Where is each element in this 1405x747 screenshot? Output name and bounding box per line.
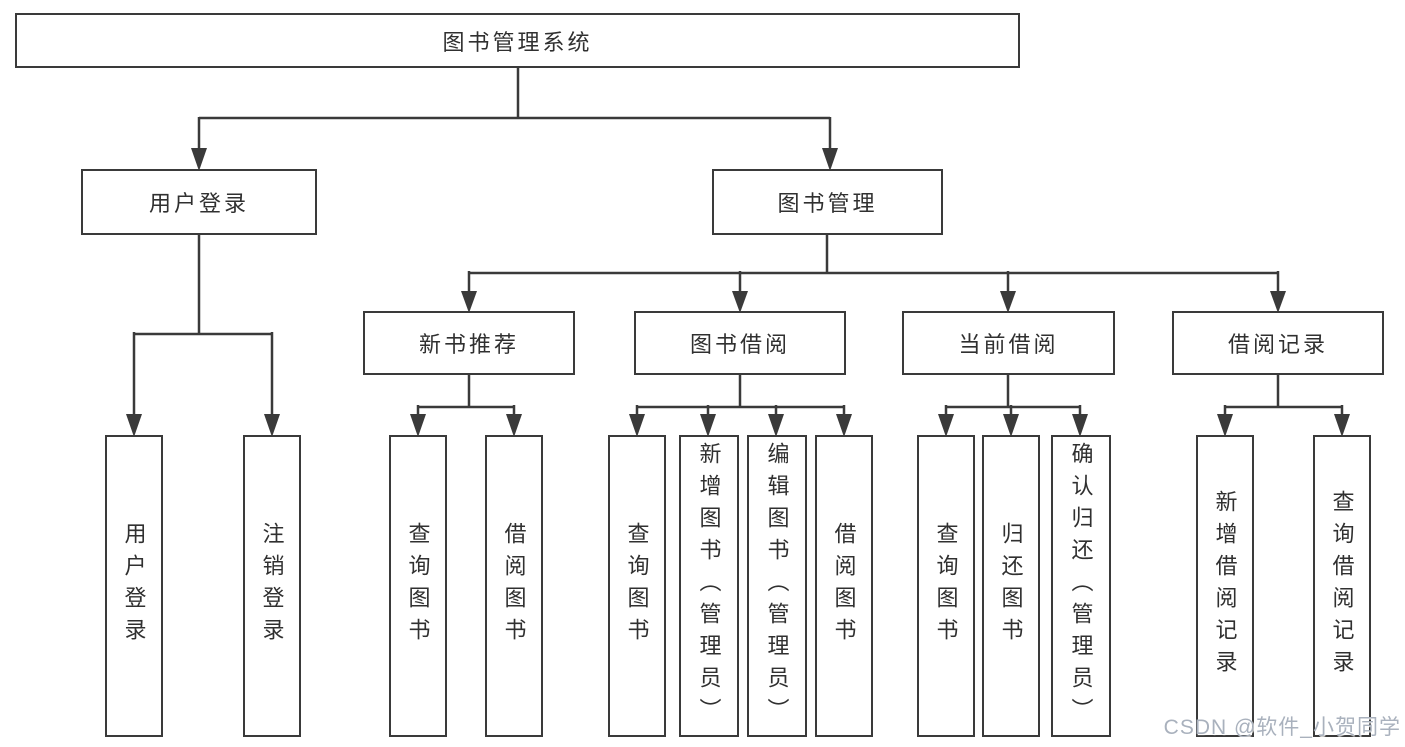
arrow-down-icon <box>1270 291 1286 313</box>
node-leaf-query-borrow-record-label: 查询借阅记录 <box>1329 490 1355 682</box>
connector-current-borrow-to-leaves <box>944 374 1082 416</box>
node-leaf-logout: 注销登录 <box>243 435 301 737</box>
node-book-management-label: 图书管理 <box>777 191 878 216</box>
node-leaf-borrow-books-2: 借阅图书 <box>815 435 873 737</box>
connector-new-book-to-leaves <box>416 374 516 416</box>
node-borrowing-records-label: 借阅记录 <box>1227 332 1328 357</box>
node-book-borrowing-label: 图书借阅 <box>689 332 790 357</box>
arrow-down-icon <box>410 414 426 437</box>
node-book-borrowing: 图书借阅 <box>634 311 846 375</box>
node-leaf-query-borrow-record: 查询借阅记录 <box>1313 435 1371 737</box>
arrow-down-icon <box>1003 414 1019 437</box>
connector-book-borrow-to-leaves <box>635 374 846 416</box>
arrow-down-icon <box>836 414 852 437</box>
arrow-down-icon <box>461 291 477 313</box>
node-leaf-query-books-1-label: 查询图书 <box>405 522 431 650</box>
node-new-book-recommendation-label: 新书推荐 <box>418 332 519 357</box>
node-leaf-add-borrow-record: 新增借阅记录 <box>1196 435 1254 737</box>
node-leaf-user-login: 用户登录 <box>105 435 163 737</box>
arrow-down-icon <box>732 291 748 313</box>
node-leaf-confirm-return-admin-label: 确认归还（管理员） <box>1068 442 1094 730</box>
arrow-down-icon <box>938 414 954 437</box>
arrow-down-icon <box>506 414 522 437</box>
arrow-down-icon <box>1000 291 1016 313</box>
node-leaf-add-borrow-record-label: 新增借阅记录 <box>1212 490 1238 682</box>
arrow-down-icon <box>700 414 716 437</box>
node-user-login-branch: 用户登录 <box>81 169 317 235</box>
node-library-system: 图书管理系统 <box>15 13 1020 68</box>
arrow-down-icon <box>264 414 280 437</box>
arrow-down-icon <box>126 414 142 437</box>
node-leaf-borrow-books-1-label: 借阅图书 <box>501 522 527 650</box>
node-leaf-return-books: 归还图书 <box>982 435 1040 737</box>
connector-book-management-to-level3 <box>467 234 1280 293</box>
node-leaf-query-books-2: 查询图书 <box>608 435 666 737</box>
arrow-down-icon <box>822 148 838 171</box>
node-leaf-borrow-books-1: 借阅图书 <box>485 435 543 737</box>
node-leaf-edit-books-admin: 编辑图书（管理员） <box>747 435 807 737</box>
node-leaf-query-books-1: 查询图书 <box>389 435 447 737</box>
node-current-borrowing-label: 当前借阅 <box>958 332 1059 357</box>
node-leaf-borrow-books-2-label: 借阅图书 <box>831 522 857 650</box>
node-new-book-recommendation: 新书推荐 <box>363 311 575 375</box>
node-leaf-confirm-return-admin: 确认归还（管理员） <box>1051 435 1111 737</box>
node-leaf-query-books-2-label: 查询图书 <box>624 522 650 650</box>
arrow-down-icon <box>629 414 645 437</box>
node-library-system-label: 图书管理系统 <box>442 29 593 55</box>
connector-borrow-records-to-leaves <box>1223 374 1344 416</box>
node-book-management: 图书管理 <box>712 169 943 235</box>
node-borrowing-records: 借阅记录 <box>1172 311 1384 375</box>
node-user-login-branch-label: 用户登录 <box>148 191 249 216</box>
node-leaf-logout-label: 注销登录 <box>259 522 285 650</box>
node-leaf-edit-books-admin-label: 编辑图书（管理员） <box>764 442 790 730</box>
node-leaf-query-books-3-label: 查询图书 <box>933 522 959 650</box>
arrowheads <box>126 148 1350 437</box>
connector-root-to-level2 <box>197 68 832 150</box>
csdn-watermark: CSDN @软件_小贺同学 <box>1163 716 1401 739</box>
node-leaf-return-books-label: 归还图书 <box>998 522 1024 650</box>
node-current-borrowing: 当前借阅 <box>902 311 1115 375</box>
node-leaf-add-books-admin: 新增图书（管理员） <box>679 435 739 737</box>
node-leaf-query-books-3: 查询图书 <box>917 435 975 737</box>
node-leaf-user-login-label: 用户登录 <box>121 522 147 650</box>
arrow-down-icon <box>768 414 784 437</box>
arrow-down-icon <box>1072 414 1088 437</box>
arrow-down-icon <box>1334 414 1350 437</box>
node-leaf-add-books-admin-label: 新增图书（管理员） <box>696 442 722 730</box>
arrow-down-icon <box>191 148 207 171</box>
arrow-down-icon <box>1217 414 1233 437</box>
connector-user-login-to-leaves <box>132 234 274 416</box>
